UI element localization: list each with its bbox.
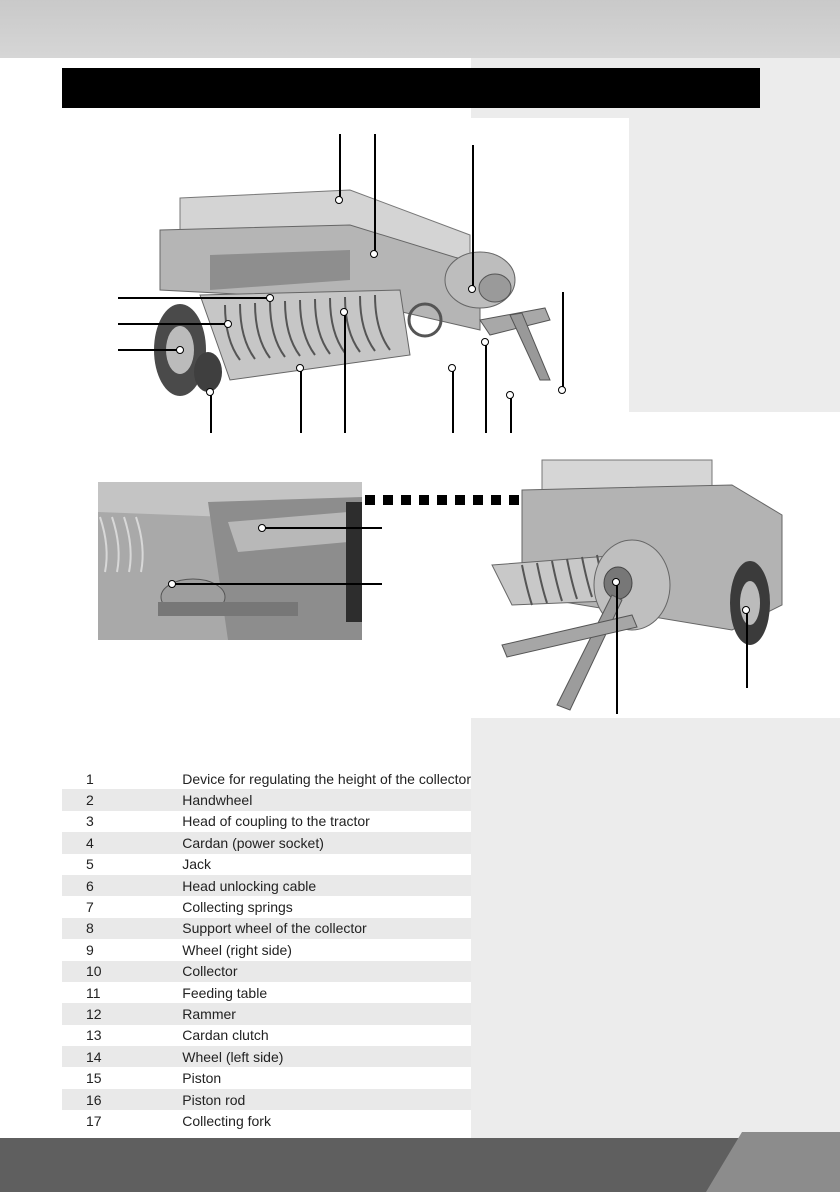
part-number: 16 — [62, 1088, 183, 1111]
callout-dot — [266, 294, 274, 302]
callout-line — [118, 349, 180, 351]
part-number: 13 — [86, 1027, 102, 1044]
part-number: 4 — [62, 832, 183, 854]
callout-dot — [258, 524, 266, 532]
callout-line — [562, 292, 564, 390]
part-description: Cardan clutch — [182, 1027, 269, 1044]
part-description: Piston — [182, 1070, 222, 1087]
part-description: Feeding table — [182, 984, 268, 1001]
callout-dot — [296, 364, 304, 372]
dashed-connector — [365, 495, 633, 505]
part-number: 3 — [86, 813, 94, 830]
baler-front-view-photo — [154, 189, 551, 396]
part-number: 14 — [62, 1046, 183, 1068]
top-header-band — [0, 0, 840, 58]
callout-dot — [335, 196, 343, 204]
callout-dot — [558, 386, 566, 394]
callout-line — [374, 134, 376, 252]
callout-line — [452, 368, 454, 433]
part-number: 2 — [62, 789, 183, 811]
part-description: Piston rod — [182, 1088, 471, 1111]
part-number: 10 — [62, 960, 183, 982]
part-description: Cardan (power socket) — [182, 832, 471, 854]
part-description: Head unlocking cable — [182, 874, 471, 897]
part-number: 8 — [62, 917, 183, 940]
part-description: Wheel (right side) — [182, 941, 292, 958]
parts-list-row: 7 Collecting springs — [62, 896, 471, 917]
baler-rear-view-photo — [491, 459, 783, 711]
callout-dot — [168, 580, 176, 588]
parts-list-row: 9 Wheel (right side) — [62, 939, 471, 960]
callout-line — [485, 342, 487, 433]
callout-dot — [340, 308, 348, 316]
callout-dot — [742, 606, 750, 614]
section-title-bar — [62, 68, 760, 108]
part-description: Rammer — [182, 1003, 471, 1025]
part-number: 5 — [86, 856, 94, 873]
parts-list-table: 1 Device for regulating the height of the… — [62, 768, 471, 1132]
callout-line — [510, 396, 512, 433]
part-number: 11 — [86, 984, 101, 1001]
parts-list-row: 15 Piston — [62, 1067, 471, 1088]
callout-line — [339, 134, 341, 198]
callout-line — [616, 582, 618, 714]
parts-list-row: 13 Cardan clutch — [62, 1025, 471, 1046]
callout-dot — [506, 391, 514, 399]
callout-dot — [176, 346, 184, 354]
callout-dot — [612, 578, 620, 586]
callout-dot — [206, 388, 214, 396]
callout-line — [344, 312, 346, 433]
part-number: 17 — [86, 1112, 102, 1129]
part-description: Collector — [182, 960, 471, 982]
part-number: 6 — [62, 874, 183, 897]
part-description: Handwheel — [182, 789, 471, 811]
callout-line — [118, 297, 270, 299]
callout-line — [262, 527, 382, 529]
callout-line — [300, 368, 302, 433]
part-description: Head of coupling to the tractor — [182, 813, 370, 830]
part-number: 9 — [86, 941, 94, 958]
parts-list-row: 11 Feeding table — [62, 982, 471, 1003]
callout-line — [746, 610, 748, 688]
part-number: 15 — [86, 1070, 102, 1087]
part-description: Support wheel of the collector — [182, 917, 471, 940]
callout-dot — [468, 285, 476, 293]
callout-dot — [370, 250, 378, 258]
rammer-detail-photo — [98, 482, 362, 640]
part-number: 1 — [86, 770, 94, 787]
parts-list-row: 3 Head of coupling to the tractor — [62, 811, 471, 832]
part-description: Collecting springs — [182, 899, 293, 916]
callout-line — [210, 393, 212, 433]
callout-dot — [448, 364, 456, 372]
part-description: Wheel (left side) — [182, 1046, 471, 1068]
callout-line — [118, 323, 228, 325]
part-description: Jack — [182, 856, 212, 873]
callout-dot — [481, 338, 489, 346]
parts-list-body: 1 Device for regulating the height of the… — [62, 768, 471, 1132]
footer-band — [0, 1138, 840, 1192]
parts-list-row: 1 Device for regulating the height of the… — [62, 768, 471, 789]
parts-list-row: 5 Jack — [62, 854, 471, 875]
part-description: Collecting fork — [182, 1112, 271, 1129]
callout-line — [472, 145, 474, 287]
part-number: 7 — [86, 899, 94, 916]
callout-line — [172, 583, 382, 585]
part-description: Device for regulating the height of the … — [182, 770, 471, 787]
part-number: 12 — [62, 1003, 183, 1025]
callout-dot — [224, 320, 232, 328]
parts-list-row: 17 Collecting fork — [62, 1110, 471, 1131]
